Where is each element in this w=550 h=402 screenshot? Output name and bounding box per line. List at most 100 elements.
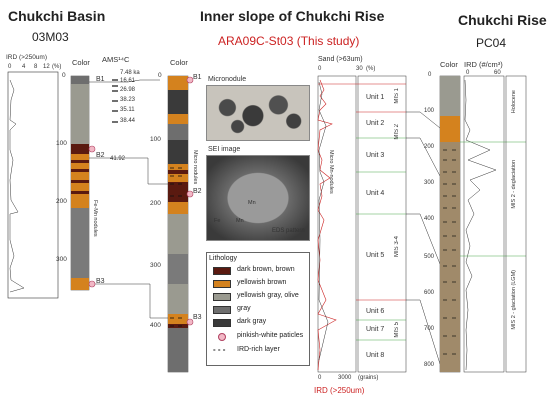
legend-pinkish: pinkish-white paticles <box>237 332 304 339</box>
right-depth-600: 600 <box>424 290 435 296</box>
sand-tick-unit: (%) <box>366 66 376 72</box>
stage-holocene: Holocene <box>511 90 517 114</box>
left-core-seg-6 <box>71 163 89 169</box>
right-ird-curve <box>464 79 497 371</box>
right-ird-dashes <box>443 149 456 355</box>
unit-3: Unit 3 <box>366 152 385 159</box>
center-core-seg-14 <box>168 314 188 324</box>
right-stage-column <box>505 75 527 373</box>
left-depth-200: 200 <box>56 198 67 205</box>
unit-2: Unit 2 <box>366 120 385 127</box>
right-color-header: Color <box>440 60 458 69</box>
center-core-seg-12 <box>168 254 188 284</box>
left-ird-tick-8: 8 <box>34 64 38 70</box>
ird-tick-0: 0 <box>318 375 322 381</box>
ams-age-4: 38.23 <box>120 97 136 103</box>
center-core-seg-8 <box>168 174 188 182</box>
right-depth-100: 100 <box>424 108 435 114</box>
connector-right-1 <box>406 111 441 129</box>
ams-age-5: 35.11 <box>120 107 135 113</box>
left-ird-tick-0: 0 <box>8 64 12 70</box>
left-core-seg-13 <box>71 208 89 278</box>
left-core-seg-12 <box>71 194 89 208</box>
center-b2-label: B2 <box>193 188 202 195</box>
connector-right-4 <box>406 299 441 365</box>
left-core-seg-1 <box>71 76 89 84</box>
sand-header: Sand (>63um) <box>318 56 363 63</box>
center-core-seg-3 <box>168 114 188 124</box>
unit-7: Unit 7 <box>366 326 385 333</box>
right-depth-800: 800 <box>424 362 435 368</box>
ird-footer: IRD (>250um) <box>314 386 365 395</box>
left-ams-header: AMS¹⁴C <box>102 55 130 64</box>
center-pink-particle-1 <box>186 76 194 84</box>
legend-ird-layer: IRD-rich layer <box>237 346 280 353</box>
left-core-seg-8 <box>71 172 89 180</box>
stage-deglaciation: MIS 2 - deglaciation <box>511 160 517 209</box>
ams-age-2: 16.61 <box>120 78 136 84</box>
left-depth-300: 300 <box>56 256 67 263</box>
mis-1: MIS 1 <box>394 88 400 104</box>
lithology-legend: Lithology dark brown, brown yellowish br… <box>206 252 310 366</box>
right-depth-200: 200 <box>424 144 435 150</box>
connector-right-2 <box>406 137 441 177</box>
legend-swatch-yellowish-brown <box>213 280 231 288</box>
left-ird-curve <box>9 79 25 293</box>
left-color-header: Color <box>72 58 90 67</box>
mis-2: MIS 2 <box>394 124 400 140</box>
center-sand-frame <box>317 75 357 373</box>
sei-photo <box>206 155 310 241</box>
unit-column-frame <box>357 75 407 373</box>
right-ird-frame <box>463 75 505 373</box>
center-ird-curve <box>318 81 329 361</box>
ams-age-b2: 41.92 <box>110 156 126 162</box>
legend-label-1: dark brown, brown <box>237 266 295 273</box>
sand-tick-30: 30 <box>356 66 363 72</box>
center-b3-label: B3 <box>193 314 202 321</box>
center-pink-particle-3 <box>186 318 194 326</box>
legend-title: Lithology <box>209 255 238 262</box>
right-core-seg-3 <box>440 142 460 372</box>
legend-label-2: yellowish brown <box>237 279 287 286</box>
left-core-seg-5 <box>71 160 89 163</box>
left-b3-label: B3 <box>96 278 105 285</box>
micronodule-label: Micronodule <box>208 76 247 83</box>
center-core-seg-4 <box>168 124 188 140</box>
ird-dash-icon: - - - <box>213 345 226 354</box>
eds-peak-mn-1: Mn <box>248 200 256 206</box>
unit-8: Unit 8 <box>366 352 385 359</box>
sei-label: SEI image <box>208 146 241 153</box>
right-depth-300: 300 <box>424 180 435 186</box>
ams-age-3: 26.98 <box>120 87 136 93</box>
center-ird-dashes <box>170 167 182 327</box>
left-b1-label: B1 <box>96 76 105 83</box>
left-core-seg-10 <box>71 183 89 191</box>
center-depth-200: 200 <box>150 200 161 207</box>
left-ird-frame <box>7 71 59 299</box>
micronodule-photo <box>206 85 310 141</box>
left-ird-tick-unit: (%) <box>52 64 62 70</box>
stage-lgm: MIS 2 - glaciation (LGM) <box>511 270 517 330</box>
right-depth-0: 0 <box>428 72 432 78</box>
right-ird-tick-0: 0 <box>466 70 470 76</box>
left-depth-0: 0 <box>62 72 66 79</box>
legend-swatch-dark-brown <box>213 267 231 275</box>
center-core-seg-10 <box>168 202 188 214</box>
center-b1-label: B1 <box>193 74 202 81</box>
right-core-seg-2 <box>440 116 460 142</box>
center-title: Inner slope of Chukchi Rise <box>200 8 385 24</box>
left-ird-tick-12: 12 <box>43 64 50 70</box>
left-core-seg-7 <box>71 169 89 172</box>
center-color-header: Color <box>170 58 188 67</box>
center-sand-curve <box>317 79 337 371</box>
ams-age-6: 38.44 <box>120 118 136 124</box>
left-core-seg-2 <box>71 84 89 144</box>
right-core-id: PC04 <box>476 36 507 50</box>
left-b2-label: B2 <box>96 152 105 159</box>
legend-label-4: gray <box>237 305 251 312</box>
micro-mn-vertical: Micro Mn-nodules <box>328 150 334 194</box>
unit-4: Unit 4 <box>366 190 385 197</box>
center-core-seg-7 <box>168 170 188 174</box>
center-core-seg-11 <box>168 214 188 254</box>
center-core-seg-13 <box>168 284 188 314</box>
